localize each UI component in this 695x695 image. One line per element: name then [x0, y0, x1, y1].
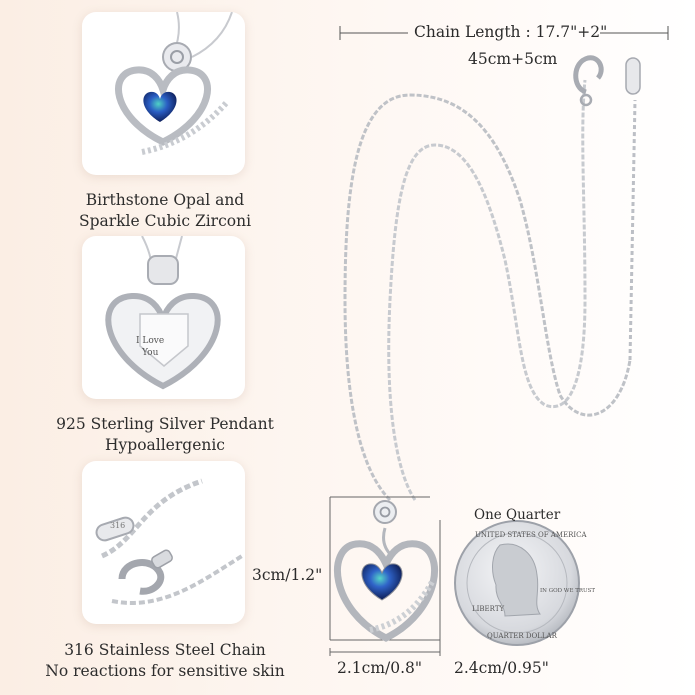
- opal-feature-caption: Birthstone Opal and Sparkle Cubic Zircon…: [0, 190, 330, 232]
- engraving-line-2: You: [142, 348, 159, 358]
- opal-detail-image: [82, 12, 245, 175]
- coin-top-text: UNITED STATES OF AMERICA: [475, 531, 587, 539]
- chain-length-dimension: [339, 26, 669, 40]
- necklace-chain: [343, 79, 637, 502]
- extender-tag: [625, 57, 641, 95]
- pendant-height-label: 3cm/1.2": [252, 566, 323, 584]
- silver-feature-caption: 925 Sterling Silver Pendant Hypoallergen…: [0, 414, 330, 456]
- feature-line: 316 Stainless Steel Chain: [64, 641, 266, 659]
- quarter-coin-image: [454, 520, 580, 646]
- feature-line: 925 Sterling Silver Pendant: [56, 415, 274, 433]
- coin-motto: IN GOD WE TRUST: [540, 588, 596, 594]
- clasp-detail-image: [82, 461, 245, 624]
- heart-pendant: [334, 500, 438, 642]
- chain-feature-caption: 316 Stainless Steel Chain No reactions f…: [0, 640, 330, 682]
- feature-line: Sparkle Cubic Zirconi: [78, 212, 252, 230]
- coin-title: One Quarter: [474, 507, 561, 523]
- coin-liberty: LIBERTY: [472, 605, 505, 613]
- pendant-width-label: 2.1cm/0.8": [337, 659, 423, 677]
- coin-bottom-text: QUARTER DOLLAR: [487, 632, 557, 640]
- feature-line: No reactions for sensitive skin: [45, 662, 285, 680]
- lobster-clasp: [573, 55, 604, 107]
- coin-size-label: 2.4cm/0.95": [454, 659, 549, 677]
- feature-line: Birthstone Opal and: [85, 191, 245, 209]
- engraving-detail-image: [82, 236, 245, 399]
- chain-length-metric: 45cm+5cm: [468, 50, 558, 68]
- engraving-line-1: I Love: [136, 336, 165, 346]
- chain-tag-label: 316: [110, 521, 126, 530]
- feature-line: Hypoallergenic: [105, 436, 225, 454]
- chain-length-label: Chain Length : 17.7"+2": [414, 23, 608, 41]
